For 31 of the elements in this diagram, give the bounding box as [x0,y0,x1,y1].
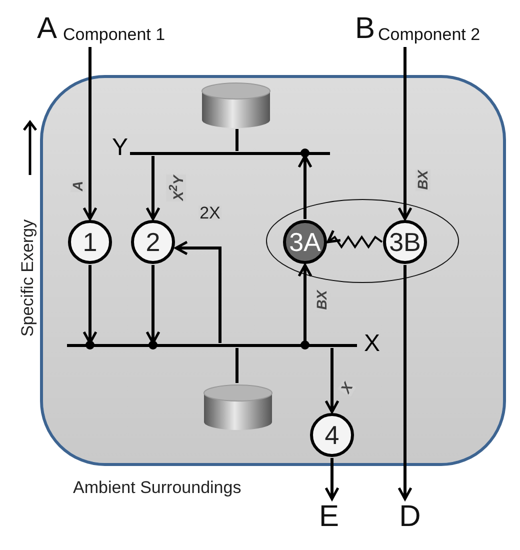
edge-label: 2X [198,206,222,220]
stream-label: B [352,12,378,46]
connector-line [236,348,238,383]
edge-label: A [70,180,86,192]
component-caption: Component 2 [378,25,480,45]
stream-label: D [396,500,424,534]
axis-label: Specific Exergy [18,219,38,337]
arrow [298,264,312,343]
region-label: Ambient Surroundings [73,478,242,498]
arrow [174,240,222,343]
edge-label: BX [314,289,330,311]
process-circle: 4 [310,413,354,457]
arrow [324,348,340,414]
stream-label: A [34,12,60,46]
edge-label: BX [416,169,430,191]
stream-label: E [316,500,342,534]
arrow [82,47,98,220]
bus-label: X [364,332,380,356]
arrow [324,458,340,500]
arrow [398,47,412,220]
arrow [398,265,412,500]
bus-label: Y [112,136,128,160]
process-circle: 2 [131,220,175,264]
connector-line [236,129,238,151]
process-circle: 1 [68,220,112,264]
arrow [298,154,312,219]
process-circle: 3A [283,220,327,264]
wavy-arrow [326,229,383,249]
arrow [146,156,160,220]
component-caption: Component 1 [63,25,166,45]
process-circle: 3B [383,220,427,264]
